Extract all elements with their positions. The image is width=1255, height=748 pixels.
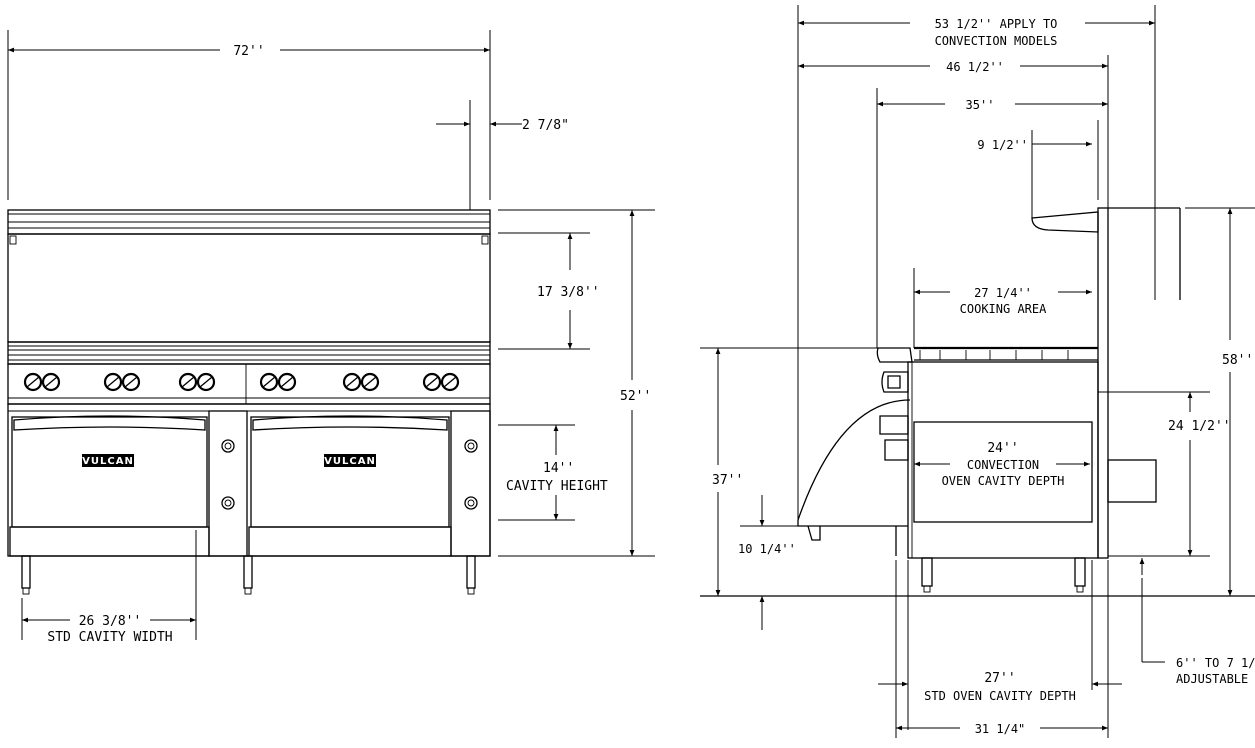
dim-backguard-height: 17 3/8'' xyxy=(498,232,600,350)
dim-label: 35'' xyxy=(966,98,995,112)
dim-label: 72'' xyxy=(233,44,264,59)
dim-working-height: 37'' xyxy=(700,347,878,596)
dim-caption: ADJUSTABLE xyxy=(1176,672,1248,686)
dim-label: 37'' xyxy=(712,473,743,488)
dim-label: 58'' xyxy=(1222,353,1253,368)
dim-cooking-area: 27 1/4'' COOKING AREA xyxy=(913,268,1092,348)
dim-label: 52'' xyxy=(620,389,651,404)
dim-label: 24 1/2'' xyxy=(1168,419,1231,434)
range-body: VULCAN VULCAN xyxy=(7,403,491,595)
dim-label: 53 1/2'' APPLY TO xyxy=(935,17,1058,31)
dim-caption: STD OVEN CAVITY DEPTH xyxy=(924,689,1076,703)
dim-std-cavity: 27'' STD OVEN CAVITY DEPTH xyxy=(878,560,1122,730)
dim-backguard-offset: 2 7/8" xyxy=(436,100,569,210)
right-oven-door: VULCAN xyxy=(248,415,452,557)
dim-width-72: 72'' xyxy=(7,30,491,200)
side-legs xyxy=(921,557,1086,593)
dim-body-depth: 31 1/4" xyxy=(895,560,1109,738)
dim-caption-2: OVEN CAVITY DEPTH xyxy=(942,474,1065,488)
side-knob xyxy=(879,371,909,461)
dim-overall-depth: 46 1/2'' xyxy=(798,55,1109,208)
side-backguard xyxy=(1031,207,1181,559)
dim-label: 6'' TO 7 1/4'' xyxy=(1176,656,1255,670)
dim-convection-overall: 53 1/2'' APPLY TO CONVECTION MODELS xyxy=(797,5,1156,520)
left-oven-door: VULCAN xyxy=(9,415,210,557)
dim-label: 17 3/8'' xyxy=(537,285,600,300)
dim-caption: CAVITY HEIGHT xyxy=(506,479,608,494)
dim-convection-cavity: 24'' CONVECTION OVEN CAVITY DEPTH xyxy=(914,441,1090,488)
burner-knobs xyxy=(23,372,460,392)
side-view: 53 1/2'' APPLY TO CONVECTION MODELS 46 1… xyxy=(700,5,1255,738)
dim-cavity-height: 14'' CAVITY HEIGHT xyxy=(498,424,608,521)
dim-front-height: 52'' xyxy=(498,209,655,557)
dim-leg-height: 6'' TO 7 1/4'' ADJUSTABLE xyxy=(1139,558,1255,686)
brand-logo: VULCAN xyxy=(82,456,134,467)
backguard xyxy=(7,209,491,343)
dim-label: 31 1/4" xyxy=(975,722,1026,736)
dim-side-height: 58'' xyxy=(1185,207,1255,596)
cooktop xyxy=(7,341,491,365)
dim-label: 26 3/8'' xyxy=(79,614,142,629)
dim-label: 24'' xyxy=(987,441,1018,456)
dim-label: 46 1/2'' xyxy=(946,60,1004,74)
dim-caption: COOKING AREA xyxy=(960,302,1047,316)
top-grates xyxy=(876,346,1098,363)
brand-logo-2: VULCAN xyxy=(324,456,376,467)
dim-caption: CONVECTION xyxy=(967,458,1039,472)
legs xyxy=(21,555,476,595)
dim-label: 14'' xyxy=(543,461,574,476)
dim-cavity-width: 26 3/8'' STD CAVITY WIDTH xyxy=(21,530,197,645)
dim-label: 27 1/4'' xyxy=(974,286,1032,300)
dim-door-clearance: 10 1/4'' xyxy=(738,495,798,630)
dim-label: 10 1/4'' xyxy=(738,542,796,556)
dim-depth-35: 35'' xyxy=(876,88,1108,348)
front-view: VULCAN VULCAN 72'' xyxy=(7,30,655,645)
door-swing xyxy=(797,399,911,556)
dim-label: 9 1/2'' xyxy=(977,138,1028,152)
dim-caption: STD CAVITY WIDTH xyxy=(47,630,172,645)
flue-box xyxy=(1107,459,1157,503)
control-panel xyxy=(7,363,491,405)
dim-label: 27'' xyxy=(984,671,1015,686)
dim-flue-height: 24 1/2'' xyxy=(1108,391,1231,557)
dim-shelf-depth: 9 1/2'' xyxy=(977,120,1099,218)
dim-caption: CONVECTION MODELS xyxy=(935,34,1058,48)
dim-label: 2 7/8" xyxy=(522,118,569,133)
